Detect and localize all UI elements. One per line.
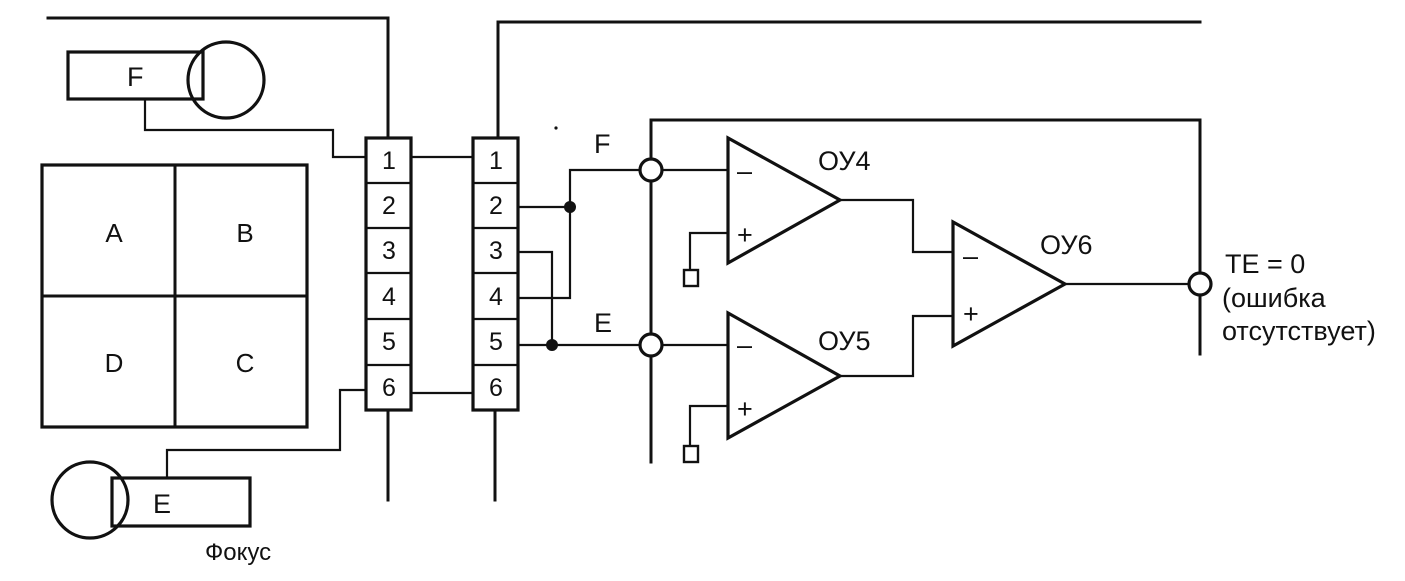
op-amp-oy4 <box>726 135 844 266</box>
connector-right: 1 2 3 4 5 6 <box>471 136 520 412</box>
oy6-label: ОУ6 <box>1040 230 1093 260</box>
bottom-bus-lines <box>386 408 497 502</box>
right-pin-1: 1 <box>489 147 503 175</box>
right-pin-2: 2 <box>489 192 503 220</box>
quadrant-b-label: B <box>236 218 253 248</box>
oy5-label: ОУ5 <box>818 326 871 356</box>
oy4-label: ОУ4 <box>818 146 871 176</box>
quadrant-a-label: A <box>105 218 123 248</box>
sensor-e-label: E <box>153 489 171 519</box>
oy4-plus-sign: + <box>737 220 753 250</box>
focus-label: Фокус <box>205 539 271 566</box>
node-e <box>638 332 664 358</box>
op-amp-oy5 <box>726 310 844 441</box>
sensor-e-wire <box>165 388 366 478</box>
left-pin-1: 1 <box>382 147 396 175</box>
oy5-minus-sign: – <box>737 330 752 360</box>
sensor-f: F <box>66 40 266 120</box>
output-line2: (ошибка <box>1222 283 1327 313</box>
junction-dot <box>564 201 576 213</box>
sensor-f-wire <box>143 99 366 159</box>
output-line1: TE = 0 <box>1225 249 1305 279</box>
oy4-minus-sign: – <box>737 156 752 186</box>
oy5-plus-sign: + <box>737 394 753 424</box>
left-pin-2: 2 <box>382 192 396 220</box>
op-amp-oy6 <box>951 219 1069 349</box>
oy6-minus-sign: – <box>963 241 978 271</box>
top-bus-lines <box>46 16 1202 142</box>
junction-dot <box>546 339 558 351</box>
right-pin-4: 4 <box>489 283 503 311</box>
node-f <box>638 157 664 183</box>
right-pin-6: 6 <box>489 374 503 402</box>
quadrant-c-label: C <box>236 348 255 378</box>
left-pin-4: 4 <box>382 283 396 311</box>
amplifier-section: – + ОУ4 – + ОУ5 – + ОУ6 TE = 0 (ошибка о… <box>638 118 1376 464</box>
sensor-f-label: F <box>127 62 144 92</box>
connector-links <box>411 155 473 395</box>
summing-wiring: F E <box>518 126 640 351</box>
output-node <box>1187 271 1213 297</box>
output-line3: отсутствует) <box>1222 316 1376 346</box>
quadrant-detector: A B D C <box>40 163 309 429</box>
oy6-plus-sign: + <box>963 299 979 329</box>
left-pin-6: 6 <box>382 374 396 402</box>
right-pin-5: 5 <box>489 328 503 356</box>
sensor-e: E Фокус <box>50 460 271 566</box>
connector-left: 1 2 3 4 5 6 <box>364 136 413 412</box>
left-pin-3: 3 <box>382 237 396 265</box>
signal-f-label: F <box>594 129 611 159</box>
left-pin-5: 5 <box>382 328 396 356</box>
right-pin-3: 3 <box>489 237 503 265</box>
quadrant-d-label: D <box>105 348 124 378</box>
signal-e-label: E <box>594 308 612 338</box>
